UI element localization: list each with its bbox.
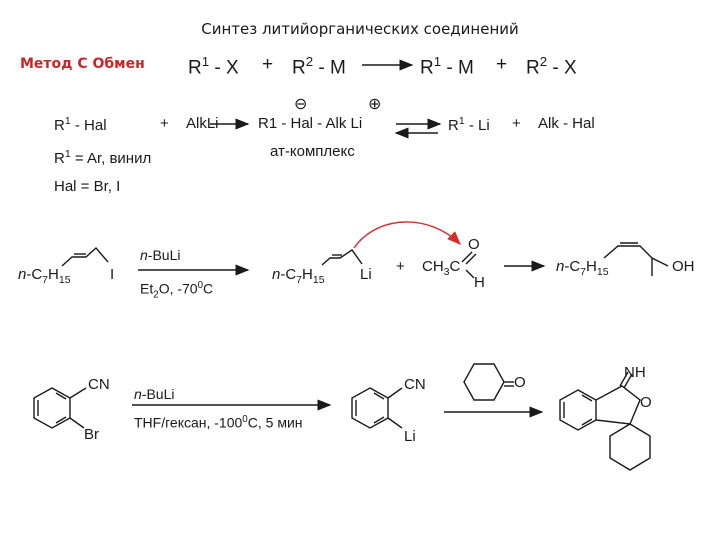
exchange-r1li: R1 - Li: [448, 115, 490, 134]
r2-ketone-oxygen: O: [514, 374, 526, 391]
method-label: Метод С Обмен: [20, 56, 145, 72]
r2-product-oxygen: O: [640, 394, 652, 411]
r1-aldehyde-hydrogen: H: [474, 274, 485, 291]
exchange-alkhal: Alk - Hal: [538, 115, 595, 132]
r1-intermediate-substituent: n-C7H15: [272, 266, 325, 286]
exchange-plus-2: +: [512, 115, 521, 132]
r1-reagent: n-BuLi: [140, 247, 181, 263]
hal-definition: Hal = Br, I: [54, 178, 121, 195]
r2-intermediate-cn: CN: [404, 376, 426, 393]
r1-product-skeleton: [603, 245, 669, 267]
r1-iodine: I: [110, 266, 115, 283]
exchange-alkli: AlkLi: [186, 115, 219, 132]
ate-complex: R1 - Hal - Alk Li: [258, 115, 363, 132]
minus-charge-icon: ⊖: [294, 96, 308, 113]
r2-product-five-ring: [595, 385, 641, 425]
r1-start-skeleton: [61, 246, 109, 267]
exchange-r1hal: R1 - Hal: [54, 115, 107, 134]
eq-plus-2: +: [496, 54, 508, 75]
ate-complex-label: ат-комплекс: [270, 143, 355, 160]
r1-definition: R1 = Ar, винил: [54, 148, 152, 167]
nucleophilic-attack-arrow: [353, 221, 461, 249]
r1-product-substituent: n-C7H15: [556, 258, 609, 278]
r2-start-br: Br: [84, 426, 99, 443]
r2-cyclohexanone-ring: [463, 363, 505, 401]
r2-product-benzene-ring: [559, 389, 597, 431]
r2-start-cn: CN: [88, 376, 110, 393]
r1-aldehyde-oxygen: O: [468, 236, 480, 253]
r2-intermediate-li: Li: [404, 428, 416, 445]
r2-intermediate-benzene-ring: [351, 387, 389, 429]
r2-conditions: THF/гексан, -1000C, 5 мин: [134, 414, 303, 431]
slide-title: Синтез литийорганических соединений: [201, 20, 519, 38]
r1-product-hydroxyl: OH: [672, 258, 695, 275]
r1-lithium: Li: [360, 266, 372, 283]
eq-r2m: R2 - M: [292, 54, 346, 79]
r1-start-substituent: n-C7H15: [18, 266, 71, 286]
exchange-plus: +: [160, 115, 169, 132]
r2-start-benzene-ring: [33, 387, 71, 429]
r2-reagent: n-BuLi: [134, 386, 175, 402]
plus-charge-icon: ⊕: [368, 96, 382, 113]
r2-product-nh: NH: [624, 364, 646, 381]
r1-plus: +: [396, 258, 405, 275]
eq-r1m: R1 - M: [420, 54, 474, 79]
eq-r1x: R1 - X: [188, 54, 239, 79]
eq-plus-1: +: [262, 54, 274, 75]
r1-intermediate-skeleton: [321, 249, 363, 266]
r1-aldehyde: CH3C: [422, 258, 461, 278]
eq-r2x: R2 - X: [526, 54, 577, 79]
r1-conditions: Et2O, -700C: [140, 280, 214, 301]
r2-product-spiro-ring: [609, 423, 651, 471]
